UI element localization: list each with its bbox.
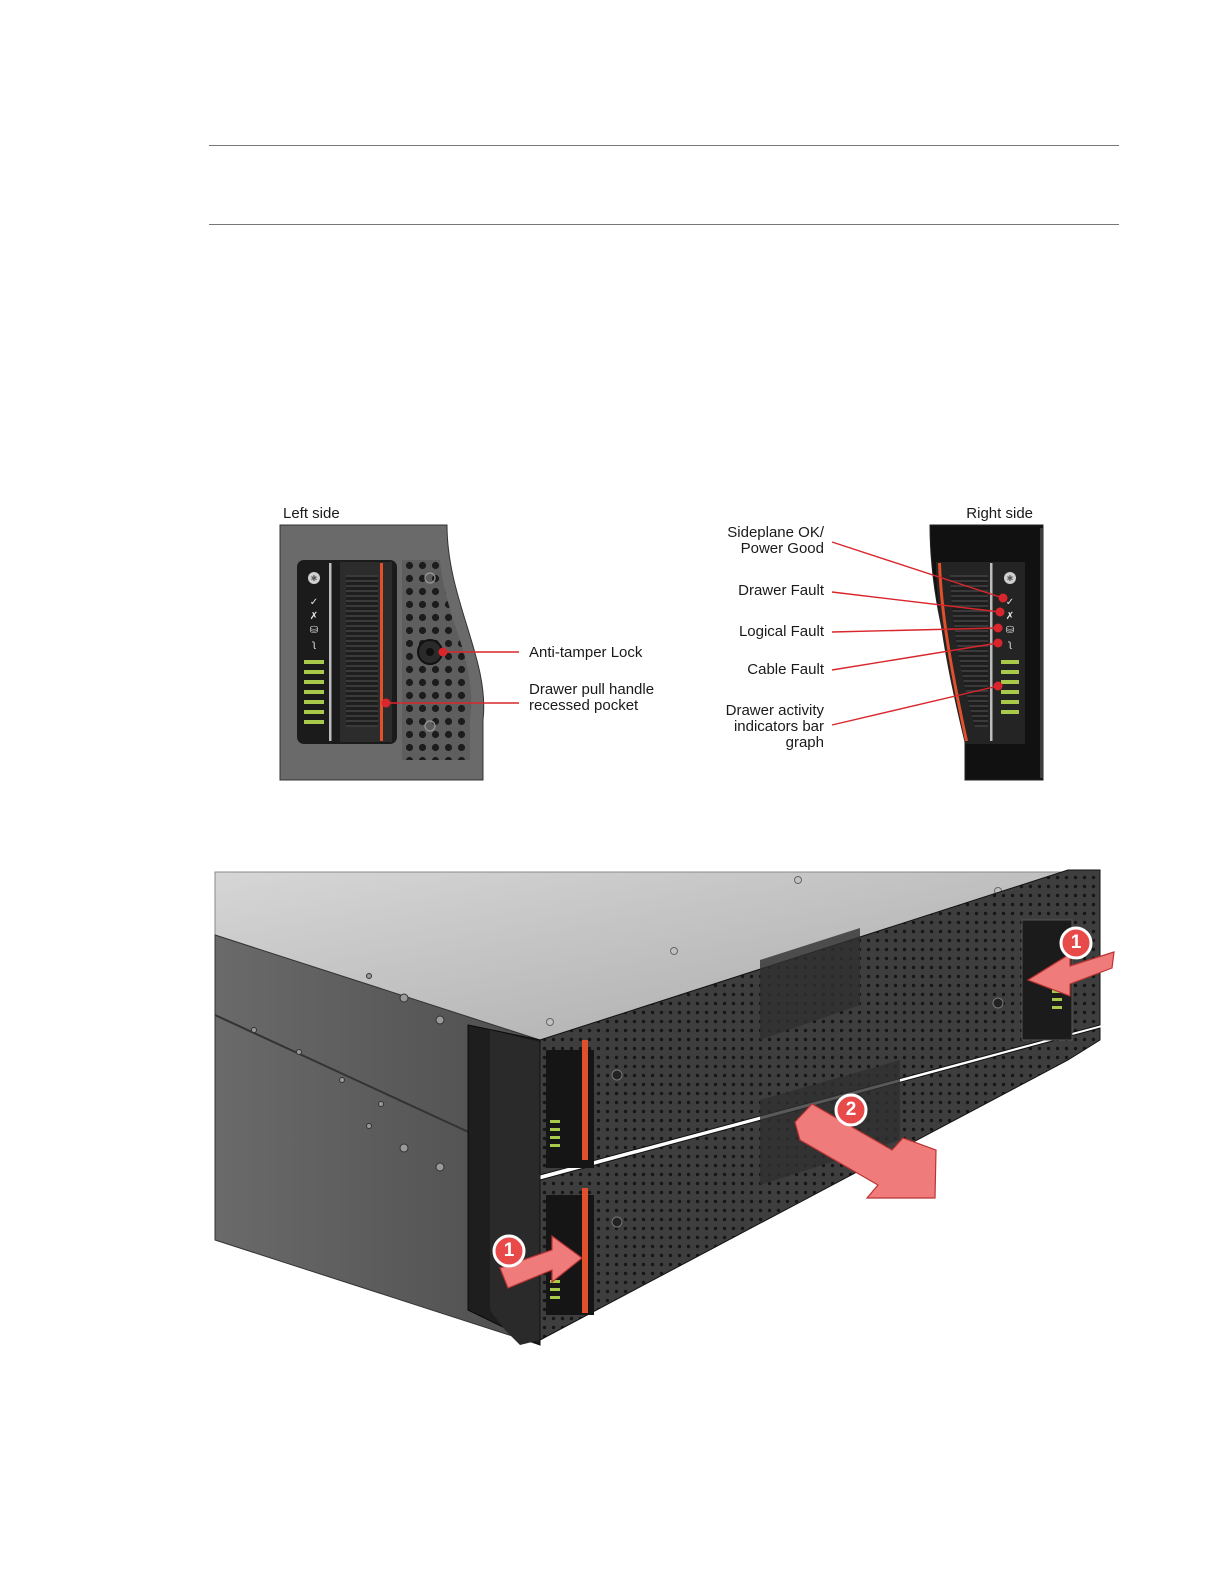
svg-text:✗: ✗ [1006,611,1014,622]
lower-drawer-handle [546,1188,594,1315]
activity-label-line3: graph [680,735,824,751]
svg-text:⛁: ⛁ [310,625,318,636]
sideplane-ok-label-line1: Sideplane OK/ [680,525,824,541]
svg-text:✱: ✱ [1007,574,1014,583]
step-2-pull-arrow [795,1095,936,1198]
right-side-panel: ✱ ✓ ✗ ⛁ ʅ [832,525,1043,780]
step-marker-1-right: 1 [1066,933,1086,953]
pull-handle-label-line2: recessed pocket [529,698,638,714]
left-side-panel: ✱ ✓ ✗ ⛁ ʅ [280,525,519,780]
step-marker-1-left: 1 [499,1241,519,1261]
right-drawer-handle [1022,920,1072,1040]
drawer-fault-label: Drawer Fault [680,583,824,599]
anti-tamper-lock-label: Anti-tamper Lock [529,645,642,661]
step-marker-2: 2 [841,1100,861,1120]
right-side-title: Right side [944,506,1033,522]
svg-text:✱: ✱ [311,574,318,583]
logical-fault-label: Logical Fault [680,624,824,640]
drawer-led-detail-figure: ✱ ✓ ✗ ⛁ ʅ ✱ [0,0,1224,800]
svg-text:⛁: ⛁ [1006,625,1014,636]
svg-text:ʅ: ʅ [1008,639,1013,650]
svg-text:ʅ: ʅ [312,639,317,650]
cable-fault-label: Cable Fault [680,662,824,678]
pull-handle-label-line1: Drawer pull handle [529,682,654,698]
upper-drawer-handle [546,1040,594,1168]
sideplane-ok-label-line2: Power Good [680,541,824,557]
svg-text:✗: ✗ [310,611,318,622]
left-side-title: Left side [283,506,340,522]
activity-label-line1: Drawer activity [680,703,824,719]
activity-label-line2: indicators bar [680,719,824,735]
svg-text:✓: ✓ [310,597,318,608]
